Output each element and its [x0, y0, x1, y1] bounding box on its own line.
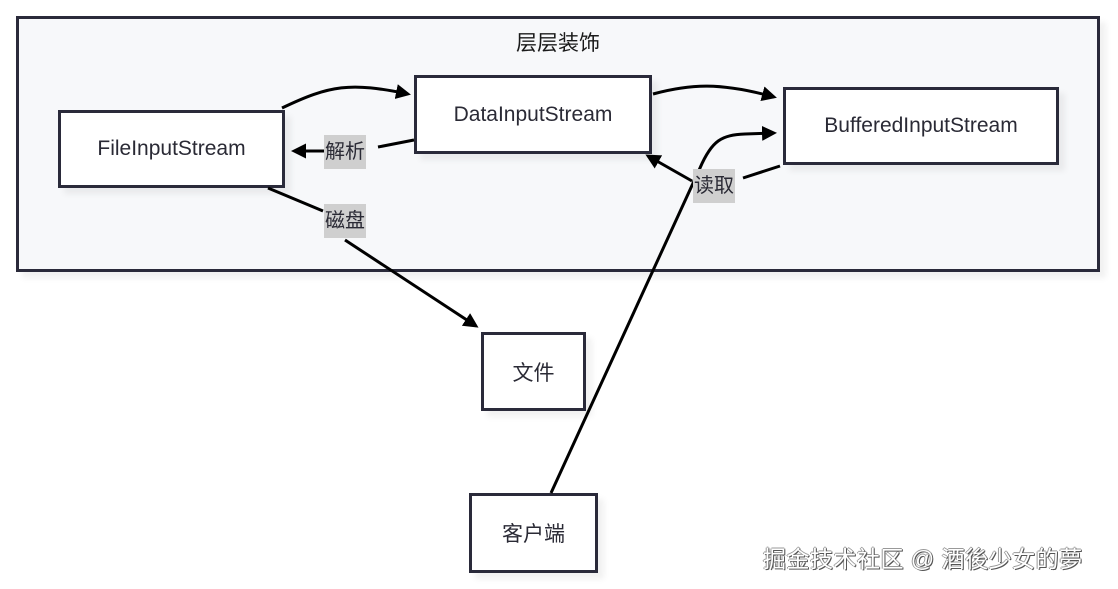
- watermark: 掘金技术社区 @ 酒後少女的夢: [763, 546, 1083, 572]
- edge-label-disk: 磁盘: [324, 204, 366, 238]
- container-title: 层层装饰: [516, 32, 600, 55]
- node-label: BufferedInputStream: [824, 114, 1018, 137]
- edge-label-parse: 解析: [324, 135, 366, 169]
- node-label: 文件: [512, 361, 555, 385]
- node-label: DataInputStream: [453, 102, 613, 126]
- node-label: 客户端: [502, 523, 565, 546]
- edge-label-read: 读取: [693, 169, 735, 203]
- node-client[interactable]: 客户端: [469, 493, 598, 573]
- node-data-input-stream[interactable]: DataInputStream: [414, 75, 652, 154]
- node-file[interactable]: 文件: [481, 332, 586, 411]
- node-buffered-input-stream[interactable]: BufferedInputStream: [783, 87, 1059, 165]
- node-file-input-stream[interactable]: FileInputStream: [58, 110, 285, 188]
- node-label: FileInputStream: [97, 137, 246, 160]
